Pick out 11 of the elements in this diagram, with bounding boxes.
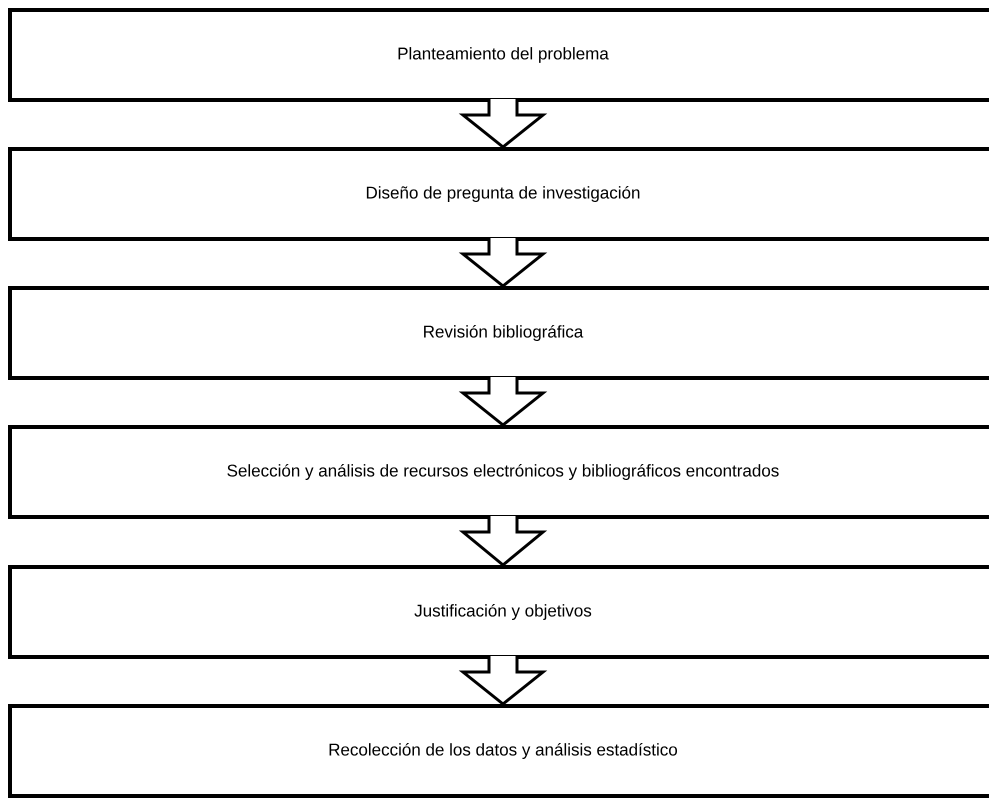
block-arrow xyxy=(458,236,548,288)
process-box: Revisión bibliográfica xyxy=(8,286,989,380)
process-box: Recolección de los datos y análisis estadístico xyxy=(8,704,989,798)
block-arrow xyxy=(458,514,548,567)
block-arrow xyxy=(458,654,548,706)
process-box: Selección y análisis de recursos electrónicos y bibliográficos encontrados xyxy=(8,425,989,519)
process-box: Planteamiento del problema xyxy=(8,8,989,102)
block-arrow xyxy=(458,98,548,149)
process-box: Justificación y objetivos xyxy=(8,565,989,659)
block-arrow xyxy=(458,376,548,427)
process-box: Diseño de pregunta de investigación xyxy=(8,147,989,241)
